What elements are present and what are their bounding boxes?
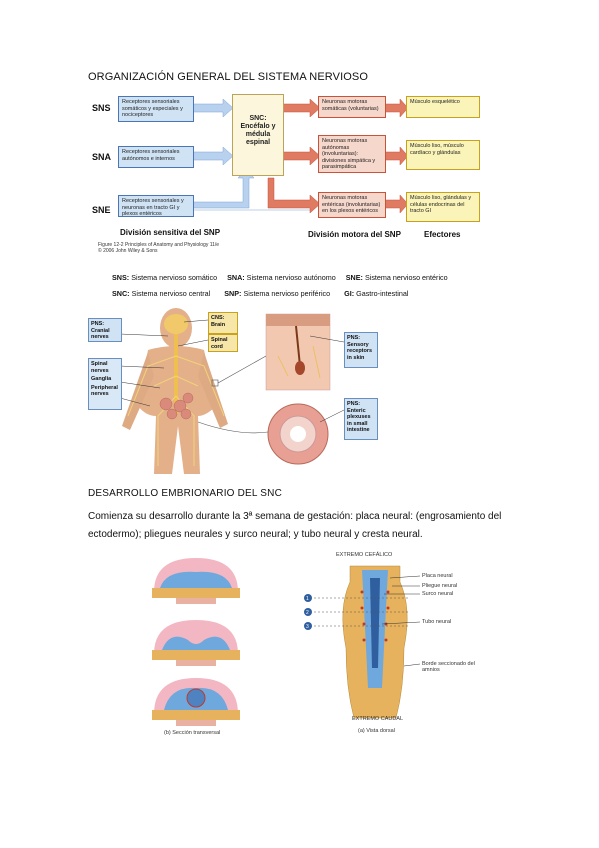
legend-item: GI: Gastro-intestinal [344,289,409,298]
label-pns-group: Spinal nerves Ganglia Peripheral nerves [88,358,122,410]
sensory-box-autonomic: Receptores sensoriales autónomos e inter… [118,146,194,168]
marker-3: 3 [306,624,309,630]
label-enteric-plexuses: PNS: Enteric plexuses in small intestine [344,398,378,440]
label-neural-tube: Tubo neural [422,619,452,625]
embryo-dorsal-view: EXTREMO CEFÁLICO Placa neural Pliegue ne… [300,548,510,738]
embryo-cross-sections: (b) Sección transversal [146,552,246,738]
section-heading-embryology: DESARROLLO EMBRIONARIO DEL SNC [88,488,283,499]
caption-motor: División motora del SNP [308,230,401,239]
motor-box-autonomic: Neuronas motoras autónomas (involuntaria… [318,135,386,173]
legend-item: SNS: Sistema nervioso somático [112,273,218,282]
marker-2: 2 [306,610,309,616]
label-neural-fold: Pliegue neural [422,583,458,589]
row-label-sns: SNS [92,103,111,113]
label-cross-section: (b) Sección transversal [164,730,221,736]
abbreviation-legend-row1: SNS: Sistema nervioso somático SNA: Sist… [112,273,492,282]
dorsal-view-illustration [304,565,421,719]
figure-credit-line2: © 2006 John Wiley & Sons [98,248,158,254]
label-neural-groove: Surco neural [422,591,454,597]
label-ganglia: Ganglia [91,376,112,382]
caption-effectors: Efectores [424,230,461,239]
label-cns-brain: CNS: Brain [208,312,238,334]
label-pns-cranial: PNS: Cranial nerves [88,318,122,342]
sensory-box-enteric: Receptores sensoriales y neuronas en tra… [118,195,194,217]
embryology-paragraph: Comienza su desarrollo durante la 3ª sem… [88,511,502,540]
row-label-sna: SNA [92,152,112,162]
label-neural-plate: Placa neural [422,573,453,579]
label-sensory-receptors: PNS: Sensory receptors in skin [344,332,378,368]
effector-box-smooth: Músculo liso, músculo cardíaco y glándul… [406,140,480,170]
cns-box: SNC: Encéfalo y médula espinal [232,94,284,176]
abbreviation-legend-row2: SNC: Sistema nervioso central SNP: Siste… [112,289,492,298]
figure-credit-line1: Figure 12-2 Principles of Anatomy and Ph… [98,242,220,248]
body-nervous-system-figure: PNS: Cranial nerves Spinal nerves Gangli… [88,306,378,476]
legend-item: SNC: Sistema nervioso central [112,289,211,298]
marker-1: 1 [306,596,309,602]
effector-box-gi: Músculo liso, glándulas y células endocr… [406,192,480,222]
figure-credit: Figure 12-2 Principles of Anatomy and Ph… [98,242,219,254]
label-dorsal-view: (a) Vista dorsal [358,728,395,734]
legend-item: SNP: Sistema nervioso periférico [224,289,331,298]
label-amnion-edge: Borde seccionado del amnios [422,661,475,673]
effector-box-skeletal: Músculo esquelético [406,96,480,118]
cross-section-illustrations [152,558,240,726]
section-heading-organization: ORGANIZACIÓN GENERAL DEL SISTEMA NERVIOS… [88,71,368,83]
label-caudal-end: EXTREMO CAUDAL [352,716,404,722]
row-label-sne: SNE [92,205,111,215]
sensory-box-somatic: Receptores sensoriales somáticos y espec… [118,96,194,122]
motor-box-enteric: Neuronas motoras entéricas (involuntaria… [318,192,386,218]
legend-item: SNA: Sistema nervioso autónomo [227,273,336,282]
label-spinal-cord: Spinal cord [208,334,238,352]
caption-sensory: División sensitiva del SNP [120,228,221,237]
organization-diagram: SNS SNA SNE Receptores sensoriales somát… [88,88,508,258]
organization-arrows [192,98,409,214]
legend-item: SNE: Sistema nervioso entérico [345,273,448,282]
body-illustration [119,308,345,474]
motor-box-somatic: Neuronas motoras somáticas (voluntarias) [318,96,386,118]
label-spinal-nerves: Spinal nerves [91,361,109,374]
label-cephalic-end: EXTREMO CEFÁLICO [336,552,393,558]
label-peripheral-nerves: Peripheral nerves [91,384,118,398]
